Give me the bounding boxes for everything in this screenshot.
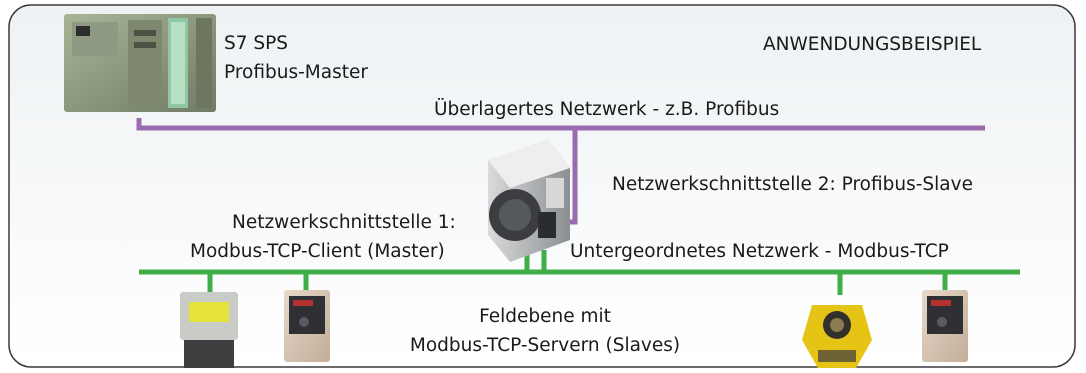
gateway-icon bbox=[488, 140, 570, 262]
drive-controller-icon bbox=[284, 290, 330, 362]
plc-label-line2: Profibus-Master bbox=[224, 62, 368, 83]
field-level-label-line1: Feldebene mit bbox=[479, 306, 611, 327]
s7-plc-icon bbox=[64, 14, 216, 112]
upper-network-line bbox=[136, 118, 985, 131]
drive-controller-icon bbox=[922, 290, 968, 362]
plc-label-line1: S7 SPS bbox=[224, 33, 289, 54]
lower-network-label: Untergeordnetes Netzwerk - Modbus-TCP bbox=[570, 241, 949, 262]
interface1-label-line2: Modbus-TCP-Client (Master) bbox=[190, 241, 445, 262]
field-terminal-icon bbox=[180, 292, 238, 368]
interface1-label-line1: Netzwerkschnittstelle 1: bbox=[232, 212, 456, 233]
field-level-label-line2: Modbus-TCP-Servern (Slaves) bbox=[409, 335, 681, 356]
diagram-heading: ANWENDUNGSBEISPIEL bbox=[763, 34, 982, 55]
upper-network-label: Überlagertes Netzwerk - z.B. Profibus bbox=[434, 99, 780, 120]
interface2-label: Netzwerkschnittstelle 2: Profibus-Slave bbox=[612, 174, 973, 195]
sensor-unit-icon bbox=[802, 305, 872, 368]
